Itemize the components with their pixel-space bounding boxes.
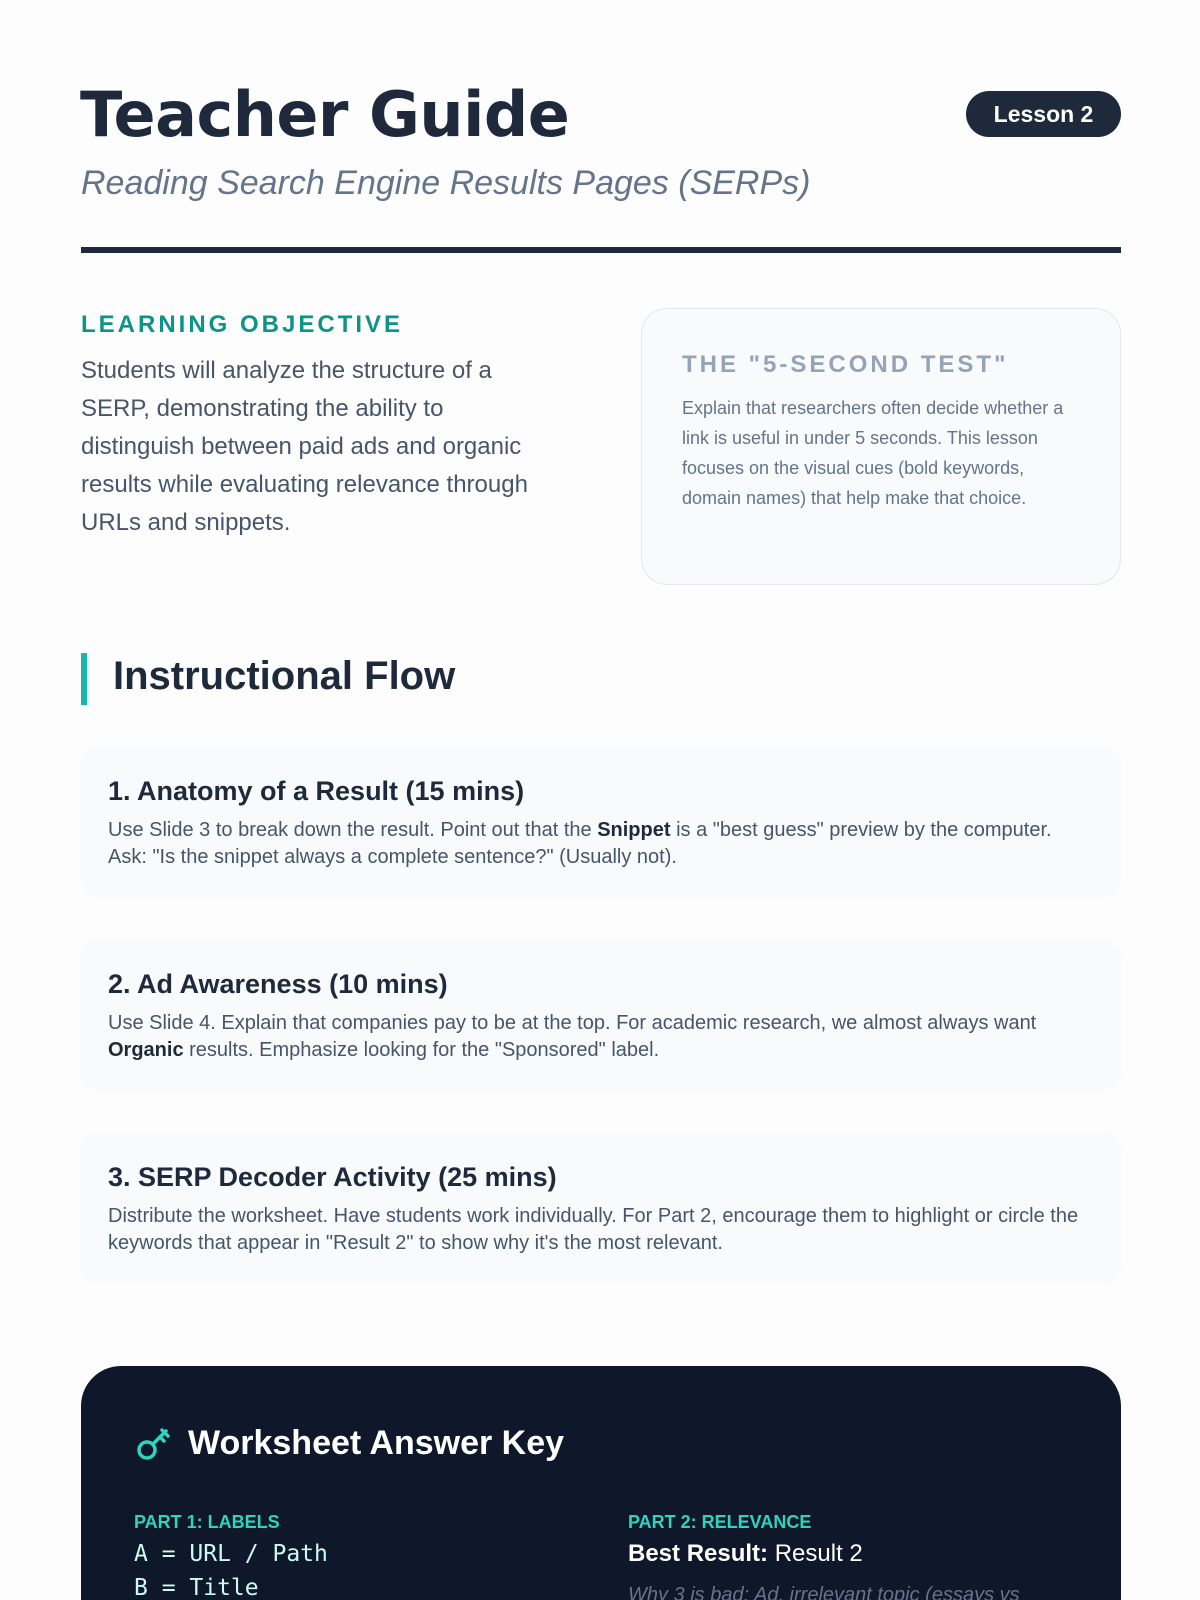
part1-label: PART 1: LABELS [134, 1512, 280, 1532]
key-icon [135, 1424, 173, 1467]
flow-step-card: 1. Anatomy of a Result (15 mins) Use Sli… [81, 746, 1121, 898]
step-title: 3. SERP Decoder Activity (25 mins) [108, 1162, 557, 1192]
section-title: Instructional Flow [113, 654, 456, 698]
page-title: Teacher Guide [80, 78, 570, 151]
why-explanation: Why 3 is bad: Ad, irrelevant topic (essa… [628, 1584, 1020, 1600]
step-title: 2. Ad Awareness (10 mins) [108, 969, 448, 999]
flow-step-card: 3. SERP Decoder Activity (25 mins) Distr… [81, 1132, 1121, 1284]
callout-text: Explain that researchers often decide wh… [682, 398, 1064, 508]
section-accent-bar [81, 653, 87, 705]
step-text: Use Slide 3 to break down the result. Po… [108, 819, 1052, 868]
answer-key-panel [81, 1366, 1121, 1600]
five-second-test-callout: THE "5-SECOND TEST" Explain that researc… [641, 308, 1121, 585]
answer-key-title: Worksheet Answer Key [188, 1424, 565, 1462]
callout-title: THE "5-SECOND TEST" [682, 351, 1009, 378]
flow-step-card: 2. Ad Awareness (10 mins) Use Slide 4. E… [81, 939, 1121, 1091]
lesson-badge: Lesson 2 [966, 91, 1121, 137]
label-answer: B = Title [134, 1575, 259, 1600]
step-text: Distribute the worksheet. Have students … [108, 1205, 1079, 1254]
step-title: 1. Anatomy of a Result (15 mins) [108, 776, 525, 806]
objective-label: LEARNING OBJECTIVE [81, 311, 404, 338]
header-divider [81, 247, 1121, 253]
part2-label: PART 2: RELEVANCE [628, 1512, 812, 1532]
objective-text: Students will analyze the structure of a… [81, 357, 528, 536]
label-answer: A = URL / Path [134, 1541, 328, 1567]
best-result: Best Result: Result 2 [628, 1540, 863, 1567]
step-text: Use Slide 4. Explain that companies pay … [108, 1012, 1037, 1061]
page-subtitle: Reading Search Engine Results Pages (SER… [81, 164, 811, 202]
